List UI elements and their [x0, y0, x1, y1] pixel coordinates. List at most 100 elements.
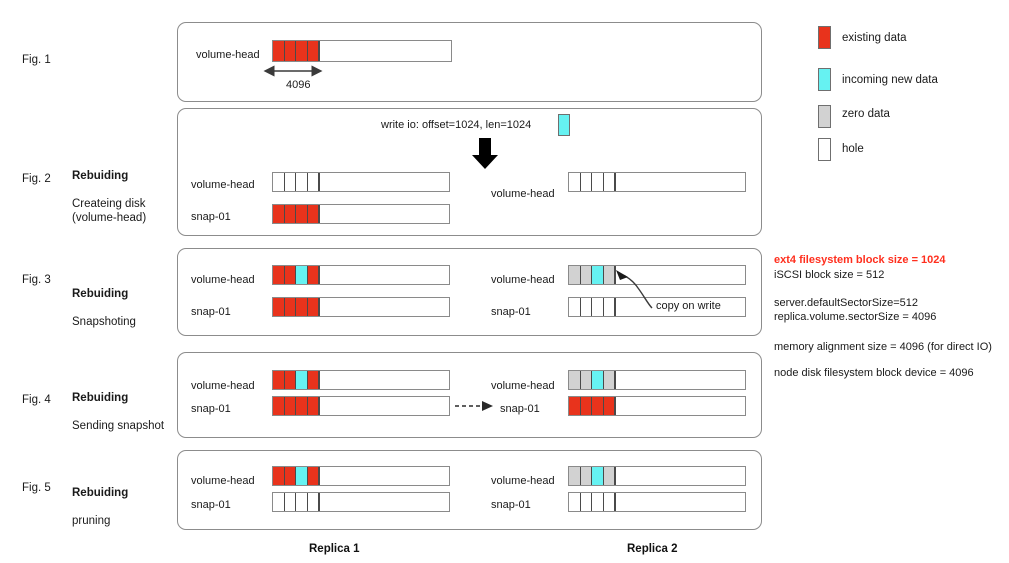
disk-cell-empty-tail [319, 493, 449, 511]
fig2-description: Rebuiding Createing disk (volume-head) [72, 155, 146, 225]
disk-cell-cyan [592, 467, 604, 485]
disk-cell-gray [580, 266, 592, 284]
fig3-r1-snap01-label: snap-01 [191, 306, 231, 318]
disk-cell-hole [580, 298, 592, 316]
disk-cell-red [273, 467, 285, 485]
disk-cell-hole [580, 493, 592, 511]
fig1-dimension-arrow [263, 65, 323, 77]
fig1-dimension-value: 4096 [286, 79, 311, 91]
disk-cell-cyan [296, 266, 308, 284]
disk-cell-hole [273, 173, 285, 191]
fig3-r1-volume-head-bar [272, 265, 450, 285]
fig1-label: Fig. 1 [22, 54, 51, 66]
disk-cell-hole [603, 173, 615, 191]
fig4-r1-snap01-bar [272, 396, 450, 416]
fig5-r1-volume-head-bar [272, 466, 450, 486]
disk-cell-red [273, 371, 285, 389]
disk-cell-red [284, 205, 296, 223]
figure-panel-fig5 [177, 450, 762, 530]
disk-cell-red [307, 266, 319, 284]
disk-cell-gray [603, 467, 615, 485]
fig5-r2-volume-head-bar [568, 466, 746, 486]
fig2-r1-snap01-label: snap-01 [191, 211, 231, 223]
fig3-title: Rebuiding [72, 288, 129, 300]
disk-cell-red [307, 397, 319, 415]
disk-cell-red [273, 205, 285, 223]
fig4-subtitle: Sending snapshot [72, 420, 165, 432]
fig5-r2-snap01-label: snap-01 [491, 499, 531, 511]
fig4-r1-volume-head-bar [272, 370, 450, 390]
fig5-title: Rebuiding [72, 487, 129, 499]
disk-cell-gray [580, 467, 592, 485]
disk-cell-empty-tail [615, 371, 745, 389]
fig1-r1-volume-head-label: volume-head [196, 49, 260, 61]
legend-label-existing-data: existing data [842, 32, 907, 44]
disk-cell-red [284, 397, 296, 415]
disk-cell-hole [603, 493, 615, 511]
disk-cell-red [273, 397, 285, 415]
disk-cell-red [284, 467, 296, 485]
legend-label-zero-data: zero data [842, 108, 890, 120]
disk-cell-red [603, 397, 615, 415]
disk-cell-red [273, 41, 285, 61]
disk-cell-empty-tail [615, 397, 745, 415]
fig3-copy-on-write-arrow-icon [616, 270, 653, 309]
legend-label-hole: hole [842, 143, 864, 155]
fig5-label: Fig. 5 [22, 482, 51, 494]
disk-cell-cyan [592, 266, 604, 284]
disk-cell-hole [284, 493, 296, 511]
disk-cell-hole [592, 493, 604, 511]
figure-panel-fig4 [177, 352, 762, 438]
disk-cell-hole [569, 173, 581, 191]
disk-cell-red [307, 298, 319, 316]
fig2-incoming-data-swatch [558, 114, 570, 136]
disk-cell-gray [580, 371, 592, 389]
fig4-r2-snap01-bar [568, 396, 746, 416]
figure-panel-fig3 [177, 248, 762, 336]
fig3-r2-volume-head-label: volume-head [491, 274, 555, 286]
fig3-r2-snap01-label: snap-01 [491, 306, 531, 318]
disk-cell-red [273, 298, 285, 316]
fig2-label: Fig. 2 [22, 173, 51, 185]
fig2-down-arrow-icon [472, 138, 498, 169]
fig5-description: Rebuiding pruning [72, 472, 128, 528]
fig4-send-snapshot-arrow-icon [455, 401, 493, 411]
disk-cell-hole [580, 173, 592, 191]
disk-cell-red [569, 397, 581, 415]
disk-cell-cyan [296, 467, 308, 485]
disk-cell-red [296, 397, 308, 415]
disk-cell-empty-tail [319, 298, 449, 316]
disk-cell-red [307, 41, 319, 61]
fig5-r1-volume-head-label: volume-head [191, 475, 255, 487]
fig5-r1-snap01-label: snap-01 [191, 499, 231, 511]
disk-cell-red [284, 371, 296, 389]
disk-cell-red [580, 397, 592, 415]
disk-cell-hole [592, 298, 604, 316]
disk-cell-hole [569, 298, 581, 316]
footer-replica2-label: Replica 2 [627, 543, 678, 555]
legend-swatch-existing-data [818, 26, 831, 49]
fig5-r1-snap01-bar [272, 492, 450, 512]
disk-cell-red [296, 41, 308, 61]
fig2-r2-volume-head-bar [568, 172, 746, 192]
disk-cell-gray [603, 371, 615, 389]
fig5-r2-snap01-bar [568, 492, 746, 512]
note-ext4-block-size: ext4 filesystem block size = 1024 [774, 254, 946, 266]
disk-cell-hole [296, 173, 308, 191]
disk-cell-red [307, 371, 319, 389]
disk-cell-gray [569, 467, 581, 485]
fig2-title: Rebuiding [72, 170, 129, 182]
fig1-r1-volume-head-bar [272, 40, 452, 62]
disk-cell-empty-tail [615, 493, 745, 511]
fig3-r2-volume-head-bar [568, 265, 746, 285]
disk-cell-hole [273, 493, 285, 511]
legend-swatch-zero-data [818, 105, 831, 128]
legend-swatch-hole [818, 138, 831, 161]
disk-cell-hole [296, 493, 308, 511]
disk-cell-red [296, 298, 308, 316]
disk-cell-empty-tail [319, 41, 451, 61]
fig3-description: Rebuiding Snapshoting [72, 273, 136, 329]
fig2-r1-snap01-bar [272, 204, 450, 224]
note-iscsi-block-size: iSCSI block size = 512 [774, 269, 885, 281]
disk-cell-hole [284, 173, 296, 191]
